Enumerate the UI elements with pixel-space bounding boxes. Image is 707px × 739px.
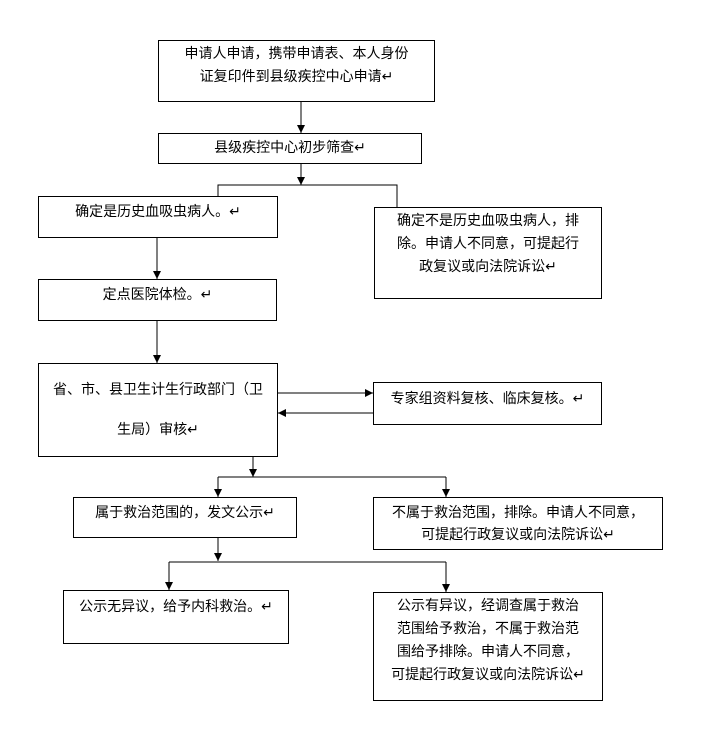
step-health-dept-review-box: 省、市、县卫生计生行政部门（卫 生局）审核↵ bbox=[38, 363, 278, 457]
box-text-line: 县级疾控中心初步筛查↵ bbox=[214, 140, 366, 156]
branch-line-screening-result bbox=[217, 184, 398, 207]
step-in-scope-box: 属于救治范围的，发文公示↵ bbox=[73, 497, 297, 538]
box-text-line: 围给予排除。申请人不同意， bbox=[397, 644, 579, 660]
step-out-of-scope-box: 不属于救治范围，排除。申请人不同意， 可提起行政复议或向法院诉讼↵ bbox=[373, 497, 663, 550]
box-text-line: 证复印件到县级疾控中心申请↵ bbox=[199, 69, 394, 85]
step-initial-screening-box: 县级疾控中心初步筛查↵ bbox=[158, 133, 422, 164]
step-objection-box: 公示有异议，经调查属于救治 范围给予救治，不属于救治范 围给予排除。申请人不同意… bbox=[373, 592, 603, 701]
box-text-line: 省、市、县卫生计生行政部门（卫 bbox=[53, 382, 263, 398]
step-hospital-exam-box: 定点医院体检。↵ bbox=[38, 279, 277, 321]
box-text-line: 专家组资料复核、临床复核。↵ bbox=[390, 391, 585, 407]
box-text-line: 公示有异议，经调查属于救治 bbox=[397, 598, 579, 614]
step-expert-review-box: 专家组资料复核、临床复核。↵ bbox=[373, 382, 602, 425]
box-text-line: 除。申请人不同意，可提起行 bbox=[397, 236, 579, 252]
step-no-objection-box: 公示无异议，给予内科救治。↵ bbox=[63, 590, 289, 644]
box-text-line: 范围给予救治，不属于救治范 bbox=[397, 621, 579, 637]
box-text-line: 可提起行政复议或向法院诉讼↵ bbox=[421, 527, 615, 543]
box-text-line: 定点医院体检。↵ bbox=[102, 287, 213, 303]
box-text-line: 申请人申请，携带申请表、本人身份 bbox=[184, 46, 409, 62]
box-text-line: 属于救治范围的，发文公示↵ bbox=[95, 505, 275, 521]
box-text-line: 确定是历史血吸虫病人。↵ bbox=[75, 204, 241, 220]
box-text-line: 可提起行政复议或向法院诉讼↵ bbox=[391, 667, 585, 683]
step-confirmed-patient-box: 确定是历史血吸虫病人。↵ bbox=[38, 196, 278, 238]
box-text-line: 确定不是历史血吸虫病人，排 bbox=[397, 213, 579, 229]
step-not-patient-box: 确定不是历史血吸虫病人，排 除。申请人不同意，可提起行 政复议或向法院诉讼↵ bbox=[374, 207, 602, 299]
box-text-line: 生局）审核↵ bbox=[117, 422, 199, 438]
box-text-line: 政复议或向法院诉讼↵ bbox=[419, 259, 557, 275]
box-text-line: 公示无异议，给予内科救治。↵ bbox=[79, 599, 273, 615]
box-text-line: 不属于救治范围，排除。申请人不同意， bbox=[392, 505, 644, 521]
step-application-box: 申请人申请，携带申请表、本人身份 证复印件到县级疾控中心申请↵ bbox=[158, 40, 435, 102]
